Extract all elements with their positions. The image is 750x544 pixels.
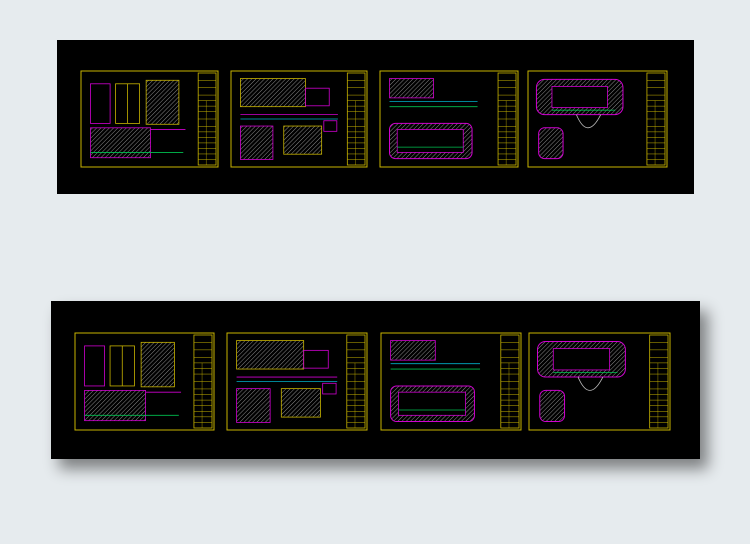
sheet-border: [379, 70, 519, 168]
drawing-sheet: [226, 332, 368, 431]
drawing-sheet: [80, 70, 219, 168]
sheet-border: [380, 332, 522, 431]
cabinet-elevation-b: [109, 345, 135, 387]
sheet-border: [74, 332, 215, 431]
cabinet-elevation-a: [84, 345, 105, 387]
sheet-border: [226, 332, 368, 431]
cabinet-section-hatched: [90, 127, 151, 159]
cabinet-elevation-c: [140, 341, 175, 388]
desk-top-detail: [389, 78, 434, 99]
wall-detail: [323, 120, 338, 132]
drawing-sheet: [379, 70, 519, 168]
cabinet-section-hatched: [84, 390, 146, 422]
sheet-border: [80, 70, 219, 168]
wall-elevation-lower-b: [283, 125, 323, 155]
wall-elevation-lower-a: [240, 125, 274, 160]
cad-sheets-top: [80, 70, 668, 168]
drawing-sheet: [230, 70, 368, 168]
wall-step: [303, 349, 329, 369]
drawing-sheet: [74, 332, 215, 431]
sheet-border: [230, 70, 368, 168]
plan-arc: [577, 376, 604, 391]
sheet-border: [528, 332, 671, 431]
desk-top-detail: [390, 340, 436, 361]
cabinet-elevation-c: [145, 79, 180, 125]
wall-elevation-lower-a: [236, 388, 271, 423]
plan-void: [551, 86, 608, 108]
plan-column-hatched: [539, 389, 566, 423]
plan-void: [552, 348, 611, 371]
sheet-border: [527, 70, 668, 168]
desk-counter-opening: [398, 391, 466, 416]
cabinet-elevation-a: [90, 83, 111, 124]
wall-elevation-upper: [236, 340, 305, 370]
drawing-sheet: [528, 332, 671, 431]
drawing-sheet: [527, 70, 668, 168]
plan-arc: [576, 114, 602, 129]
wall-detail: [322, 382, 337, 395]
plan-column-hatched: [538, 127, 564, 160]
wall-elevation-lower-b: [280, 388, 321, 418]
drawing-panel-bottom: [51, 301, 700, 459]
drawing-sheet: [380, 332, 522, 431]
cad-sheets-bottom: [74, 332, 671, 431]
desk-counter-opening: [396, 129, 464, 153]
wall-step: [305, 87, 330, 107]
wall-elevation-upper: [240, 78, 306, 108]
drawing-panel-top: [57, 40, 694, 194]
